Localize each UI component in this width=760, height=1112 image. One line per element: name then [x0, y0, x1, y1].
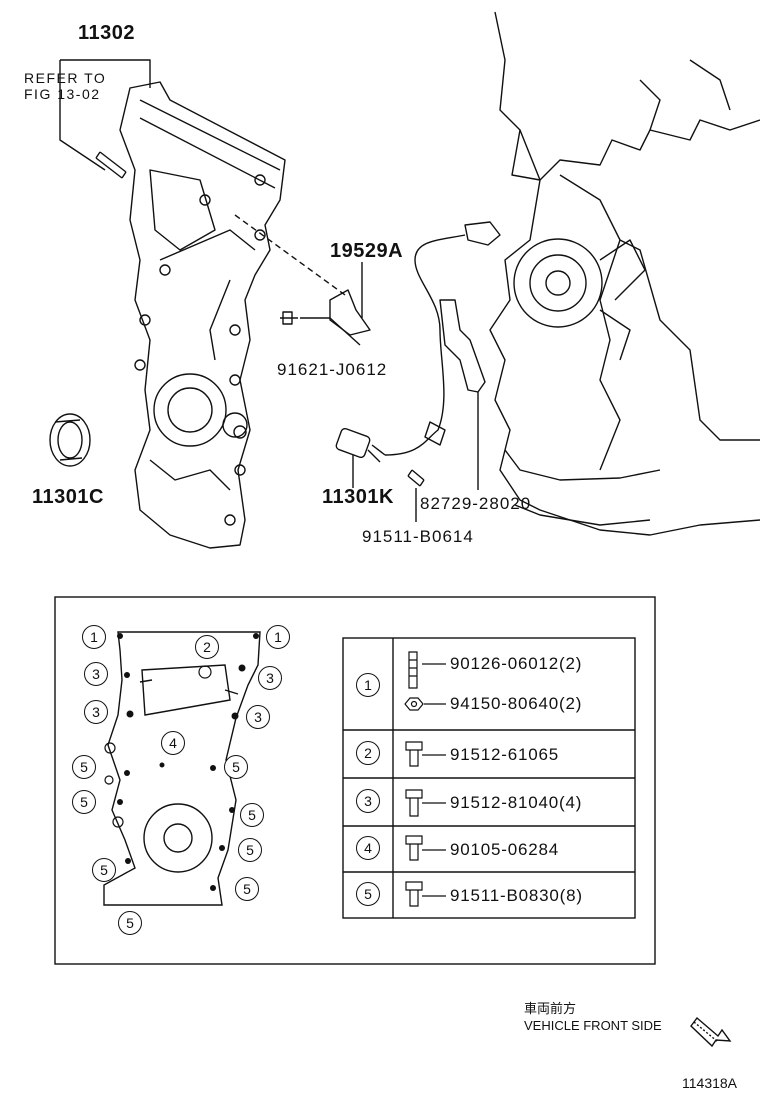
label-refer-1: REFER TO — [24, 70, 107, 86]
label-sensor: 11301K — [322, 486, 394, 508]
figure-id: 114318A — [682, 1075, 738, 1091]
gasket-marker: 5 — [72, 755, 96, 779]
gasket-marker: 3 — [84, 700, 108, 724]
gasket-marker: 5 — [118, 911, 142, 935]
gasket-marker: 5 — [92, 858, 116, 882]
gasket-marker: 5 — [72, 790, 96, 814]
legend-part: 90105-06284 — [450, 840, 560, 859]
bracket-part — [329, 289, 371, 336]
legend-num-4: 4 — [356, 836, 380, 860]
gasket-marker: 5 — [238, 838, 262, 862]
gasket-marker: 5 — [224, 755, 248, 779]
gasket-marker: 1 — [82, 625, 106, 649]
legend-num-5: 5 — [356, 882, 380, 906]
gasket-seal-hole — [143, 803, 213, 873]
oil-seal — [49, 413, 91, 467]
legend-table — [342, 637, 636, 919]
detail-frame — [54, 596, 656, 965]
legend-num-1: 1 — [356, 673, 380, 697]
gasket-window — [141, 664, 231, 716]
legend-part: 91511-B0830(8) — [450, 886, 583, 905]
clamp-part — [439, 299, 486, 393]
direction-jp: 車両前方 — [524, 1001, 577, 1016]
dashed-line — [234, 214, 346, 296]
label-cover: 11302 — [78, 22, 136, 44]
bolt-91511 — [407, 469, 425, 487]
legend-part: 90126-06012(2) — [450, 654, 583, 673]
legend-num-3: 3 — [356, 789, 380, 813]
gasket-marker: 1 — [266, 625, 290, 649]
crank-sensor — [335, 221, 501, 463]
leader-bolt-91621 — [300, 317, 361, 346]
label-bracket: 19529A — [330, 240, 404, 262]
label-refer-2: FIG 13-02 — [24, 86, 101, 102]
engine-block — [489, 11, 760, 536]
gasket-marker: 2 — [195, 635, 219, 659]
legend-num-2: 2 — [356, 741, 380, 765]
gasket-marker: 3 — [258, 666, 282, 690]
gasket-marker: 3 — [246, 705, 270, 729]
gasket-marker: 5 — [235, 877, 259, 901]
label-sensor-bolt: 91511-B0614 — [362, 527, 474, 546]
legend-icons — [404, 651, 446, 907]
gasket-bolt-holes — [117, 633, 259, 891]
gasket-outline — [103, 631, 261, 906]
gasket-marker: 4 — [161, 731, 185, 755]
gasket-marker: 5 — [240, 803, 264, 827]
vehicle-front-arrow-icon — [690, 1016, 732, 1048]
leader-cover — [59, 59, 151, 171]
label-clamp: 82729-28020 — [420, 494, 532, 513]
gasket-marker: 3 — [84, 662, 108, 686]
timing-cover — [119, 81, 286, 549]
label-oil-seal: 11301C — [32, 486, 104, 508]
bolt-91621 — [280, 311, 298, 325]
direction-en: VEHICLE FRONT SIDE — [524, 1018, 662, 1033]
legend-part: 91512-61065 — [450, 745, 560, 764]
label-bracket-bolt: 91621-J0612 — [277, 360, 388, 379]
legend-part: 91512-81040(4) — [450, 793, 583, 812]
legend-part: 94150-80640(2) — [450, 694, 583, 713]
stud — [95, 151, 127, 179]
